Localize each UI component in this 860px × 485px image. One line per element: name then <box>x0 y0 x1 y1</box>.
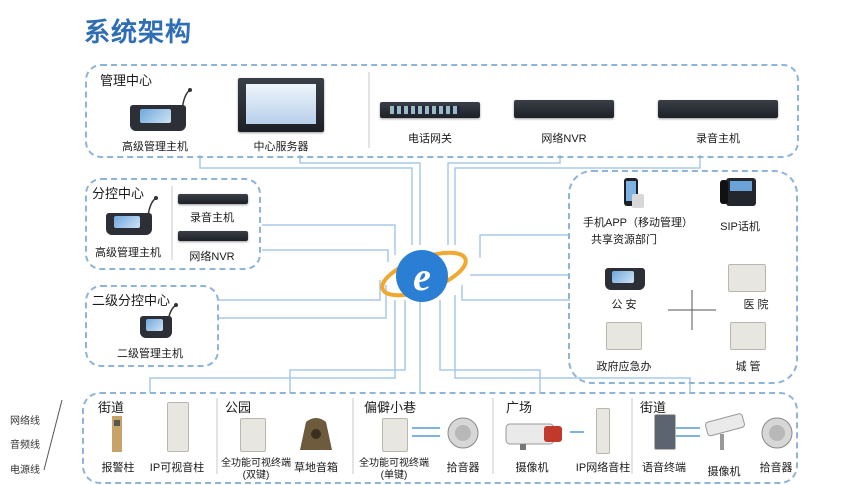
field-device-label: 报警柱 <box>101 462 135 474</box>
external-device-label: SIP话机 <box>720 221 760 233</box>
line-branch-1 <box>262 224 396 255</box>
voice-terminal-icon <box>654 414 676 450</box>
camera-icon <box>704 413 745 450</box>
hub-cross <box>668 290 716 330</box>
field-zone-title: 偏僻小巷 <box>364 400 417 415</box>
line-field-5 <box>454 295 691 393</box>
line-mgmt-right <box>447 155 561 245</box>
sip-phone-icon <box>720 178 756 206</box>
field-zone-title: 街道 <box>640 400 667 415</box>
nvr-icon <box>514 100 614 118</box>
terminal-icon <box>728 264 766 292</box>
field-device-label: IP网络音柱 <box>575 462 631 474</box>
terminal-icon <box>606 322 642 350</box>
external-device-label: 共享资源部门 <box>591 234 657 246</box>
branch-device-label: 录音主机 <box>190 212 234 224</box>
console-icon <box>106 213 152 235</box>
field-box <box>82 392 798 484</box>
video-terminal-icon <box>382 418 408 452</box>
external-device-label: 政府应急办 <box>596 361 652 373</box>
legend-audio-line: 音频线 <box>10 440 40 451</box>
management-center-title: 管理中心 <box>100 73 153 88</box>
branch-device-label: 网络NVR <box>189 251 235 263</box>
ip-sound-column-icon <box>596 408 610 454</box>
legend-network-line: 网络线 <box>10 416 40 427</box>
mgmt-device-label: 中心服务器 <box>253 141 309 153</box>
lawn-speaker-icon <box>300 418 332 450</box>
svg-text:e: e <box>413 254 431 299</box>
external-device-label: 城 管 <box>735 361 761 373</box>
field-device-label: 草地音箱 <box>294 462 338 474</box>
field-device-label: (单键) <box>380 470 408 481</box>
line-ext-3 <box>461 285 570 301</box>
console-icon <box>140 316 172 338</box>
branch-device-label: 高级管理主机 <box>95 247 161 259</box>
branch-control-box <box>85 178 261 270</box>
camera-icon <box>505 423 562 450</box>
microphone-icon <box>167 303 178 321</box>
field-device-label: 摄像机 <box>707 466 741 478</box>
field-device-label: 语音终端 <box>642 462 686 474</box>
legend-power-line: 电源线 <box>10 465 40 476</box>
alarm-pillar-icon <box>112 416 122 452</box>
mobile-phone-icon <box>624 178 644 208</box>
nvr-icon <box>178 231 248 241</box>
field-device-label: 拾音器 <box>759 462 793 474</box>
pickup-icon <box>761 417 793 449</box>
field-zone-title: 街道 <box>98 400 125 415</box>
mgmt-device-label: 录音主机 <box>696 133 740 145</box>
line-field-4 <box>439 300 541 393</box>
video-terminal-icon <box>240 418 266 452</box>
field-device-label: 全功能可视终端 <box>221 458 291 469</box>
sub-branch-device-label: 二级管理主机 <box>117 348 183 360</box>
console-icon <box>130 105 186 131</box>
field-device-label: 摄像机 <box>515 462 549 474</box>
line-subbranch-2 <box>218 285 387 319</box>
external-box <box>568 170 798 384</box>
external-device-label: 手机APP（移动管理） <box>582 217 694 229</box>
line-mgmt-left <box>199 155 413 245</box>
gateway-icon <box>380 102 480 118</box>
mgmt-device-label: 网络NVR <box>541 133 587 145</box>
field-zone-title: 广场 <box>506 400 533 415</box>
sub-branch-control-box <box>85 285 219 367</box>
field-zone-title: 公园 <box>225 400 252 415</box>
field-device-label: 全功能可视终端 <box>359 458 429 469</box>
line-subbranch-1 <box>218 280 381 301</box>
field-device-label: 拾音器 <box>446 462 480 474</box>
line-branch-2 <box>262 249 389 262</box>
recorder-icon <box>178 194 248 204</box>
line-mgmt-mid <box>299 155 421 245</box>
divider-mgmt <box>368 72 370 148</box>
external-device-label: 医 院 <box>743 299 769 311</box>
line-field-2 <box>289 300 406 393</box>
branch-control-title: 分控中心 <box>92 186 145 201</box>
terminal-icon <box>730 322 766 350</box>
network-hub-icon: e <box>380 250 468 302</box>
page-title: 系统架构 <box>84 17 193 47</box>
mgmt-device-label: 高级管理主机 <box>122 141 188 153</box>
mgmt-device-label: 电话网关 <box>408 133 452 145</box>
server-icon <box>238 78 324 132</box>
pickup-icon <box>447 417 479 449</box>
external-device-label: 公 安 <box>611 299 637 311</box>
console-icon <box>605 268 645 290</box>
line-field-1 <box>149 300 396 393</box>
management-center-box <box>85 64 799 158</box>
line-ext-1 <box>479 234 570 258</box>
microphone-icon <box>147 196 158 216</box>
recorder-icon <box>658 100 778 118</box>
field-device-label: IP可视音柱 <box>149 462 205 474</box>
line-mgmt-right2 <box>454 155 701 245</box>
divider-branch <box>171 186 173 260</box>
ip-sound-column-icon <box>167 402 189 452</box>
microphone-icon <box>181 88 192 110</box>
field-device-label: (双键) <box>242 470 270 481</box>
sub-branch-control-title: 二级分控中心 <box>92 293 171 308</box>
